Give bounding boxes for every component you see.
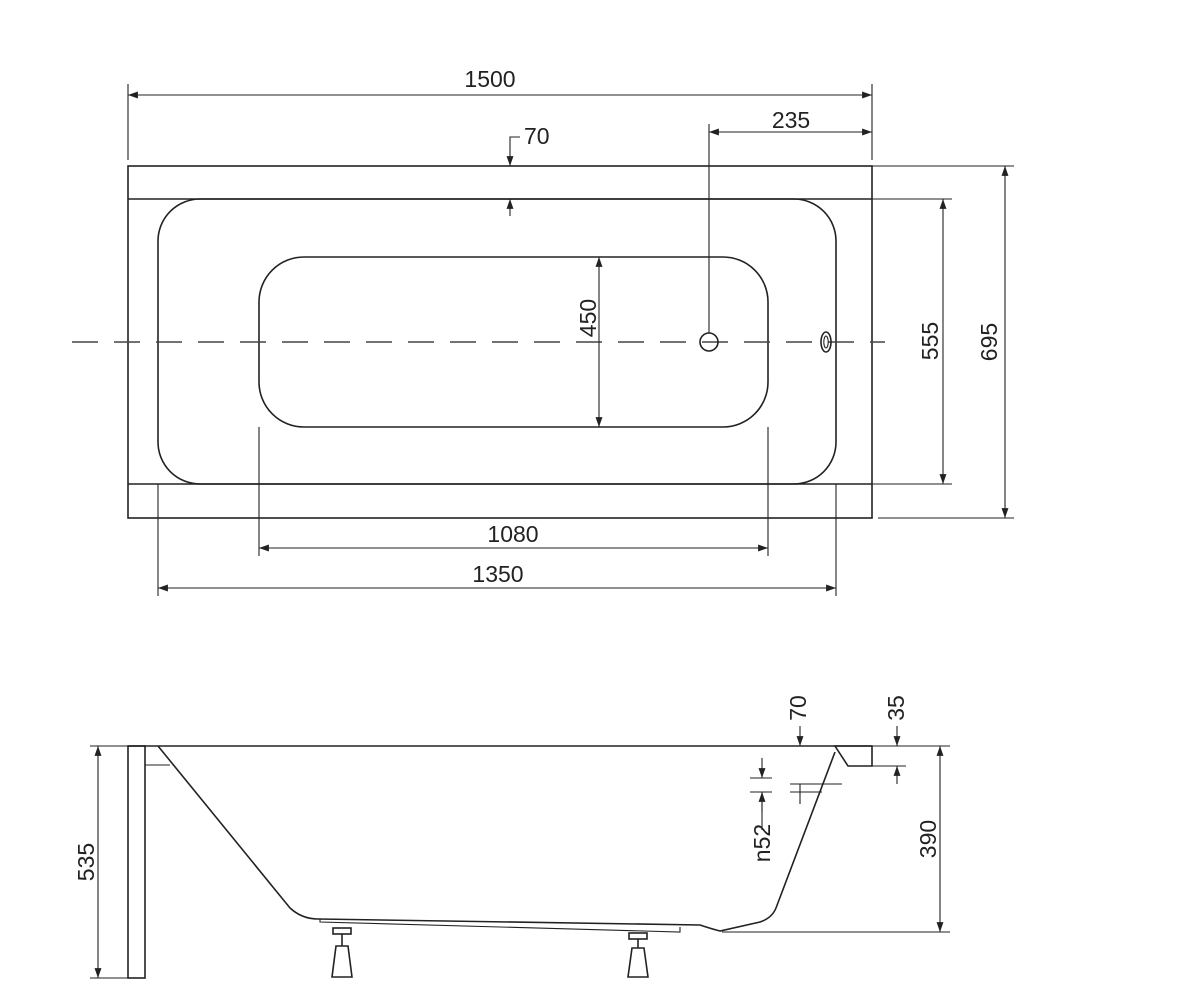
dim-total-height: 535 [73,843,99,881]
side-view: 535 390 70 35 n52 [73,695,950,979]
dim-overall-length: 1500 [464,66,515,92]
dim-drain-offset: 235 [772,107,810,133]
dim-overflow-diameter: n52 [749,824,775,862]
dim-bottom-width: 450 [575,299,601,337]
tub-body-profile [157,745,836,932]
rim-lip [833,745,873,767]
dim-rim-lip: 35 [883,695,909,721]
dim-bottom-length: 1080 [487,521,538,547]
top-view: 1500 235 70 555 695 450 1080 1350 [72,66,1014,596]
overflow-hole-inner [823,335,829,349]
dim-basin-length: 1350 [472,561,523,587]
support-panel [127,745,146,979]
dim-rim-width: 70 [524,123,550,149]
dim-line-rim-width [506,136,520,166]
dim-inner-basin-width: 555 [917,322,943,360]
dim-overall-width: 695 [976,323,1002,361]
overflow-hole [820,331,832,353]
dim-side-rim: 70 [785,695,811,721]
foot-left [331,927,353,978]
dim-depth: 390 [915,820,941,858]
foot-right [627,932,649,978]
